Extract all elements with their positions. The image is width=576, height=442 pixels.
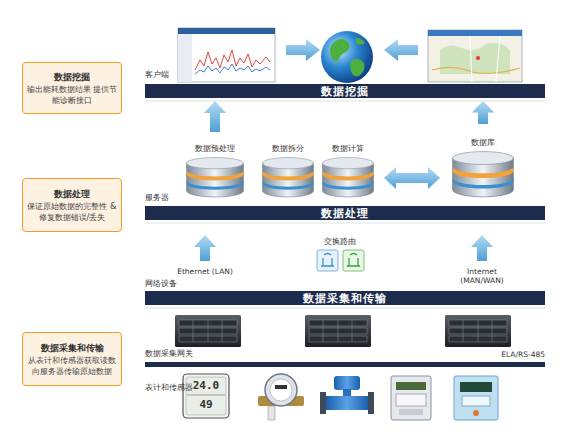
- database-cylinder: 数据库: [452, 138, 514, 198]
- thermo-hygrometer: [183, 374, 229, 418]
- flow-arrow: [194, 235, 216, 261]
- router-icon: [317, 250, 364, 271]
- flow-arrow: [204, 101, 226, 132]
- node-title: 数据采集和传输: [145, 291, 545, 305]
- database-cylinder: 数据计算: [322, 144, 374, 198]
- annotation-label: 交换路由: [310, 237, 370, 246]
- node-title: 数据计算: [322, 144, 374, 154]
- node-description: 从表计和传感器获取读数 向服务器传输原始数据: [25, 355, 119, 377]
- stage-box: 数据处理保证原始数据的完整性 &修复数据错误/丢失: [22, 178, 122, 232]
- annotation-label: ELA/RS-485: [470, 350, 545, 359]
- gateway-band: [145, 362, 545, 367]
- node-title: 数据预处理: [186, 144, 244, 154]
- database-cylinder: 数据预处理: [186, 144, 244, 198]
- annotation-label: 49: [187, 398, 225, 411]
- cylinder-shape: [262, 157, 314, 198]
- stage-box: 数据挖掘输出能耗数据结果 提供节能诊断接口: [22, 62, 122, 114]
- annotation-label: Internet (MAN/WAN): [454, 267, 510, 285]
- map-screenshot: [428, 30, 522, 82]
- annotation-label: Ethernet (LAN): [177, 267, 233, 276]
- water-meter: [258, 374, 304, 420]
- database-cylinder: 数据拆分: [262, 144, 314, 198]
- node-title: 数据拆分: [262, 144, 314, 154]
- smart-meter: [454, 376, 498, 420]
- flow-arrow: [471, 235, 493, 261]
- layer-band: 数据采集和传输: [145, 291, 545, 305]
- flow-arrow: [472, 101, 494, 124]
- layer-band: 数据挖掘: [145, 84, 545, 98]
- annotation-label: 服务器: [145, 193, 205, 202]
- layer-band: 数据处理: [145, 206, 545, 220]
- globe-icon: [321, 31, 373, 83]
- cylinder-shape: [186, 157, 244, 198]
- electricity-meter: [391, 376, 431, 420]
- node-title: 数据采集和传输: [25, 342, 119, 354]
- flow-arrow-decor: [286, 39, 320, 61]
- stage-box: 数据采集和传输从表计和传感器获取读数 向服务器传输原始数据: [22, 332, 122, 386]
- gateway-rack: [175, 315, 511, 347]
- cylinder-shape: [322, 157, 374, 198]
- annotation-label: 客户端: [145, 70, 205, 79]
- node-title: 数据处理: [25, 188, 119, 200]
- node-title: 数据挖掘: [25, 71, 119, 83]
- node-title: 数据挖掘: [145, 84, 545, 98]
- node-description: 保证原始数据的完整性 &修复数据错误/丢失: [25, 201, 119, 223]
- node-title: 数据处理: [145, 206, 545, 220]
- node-title: 数据库: [452, 138, 514, 148]
- annotation-label: 网络设备: [145, 279, 205, 288]
- chart-screenshot: [178, 28, 275, 82]
- annotation-label: 24.0: [187, 379, 225, 392]
- flow-meter: [320, 376, 374, 414]
- flow-arrow-decor: [384, 39, 418, 61]
- flow-arrow: [384, 167, 440, 189]
- annotation-label: 数据采集网关: [145, 349, 215, 358]
- cylinder-shape: [452, 151, 514, 198]
- node-description: 输出能耗数据结果 提供节能诊断接口: [25, 84, 119, 106]
